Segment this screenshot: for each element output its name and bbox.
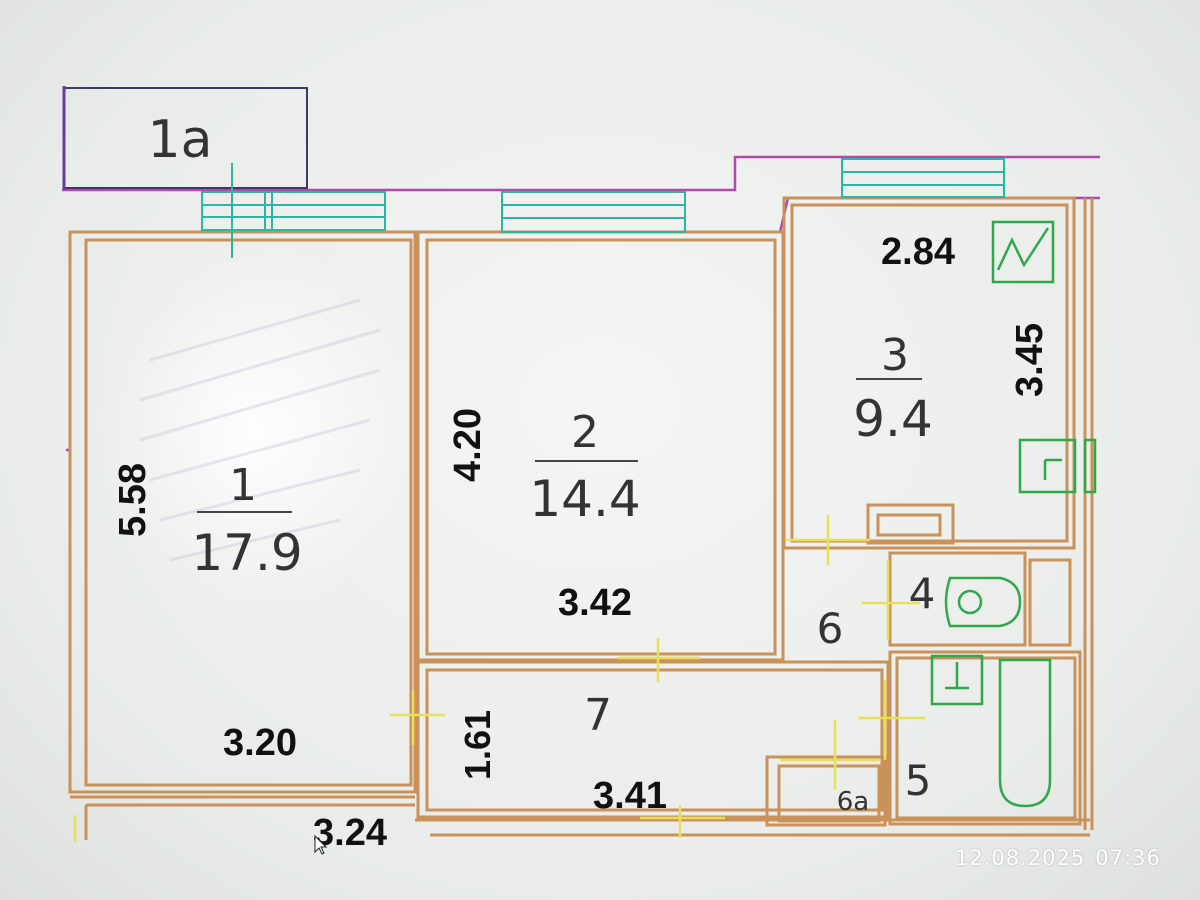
toilet-icon	[944, 576, 1022, 628]
dim-room7-height: 1.61	[457, 710, 498, 780]
dim-room2-width: 3.42	[558, 582, 632, 624]
dim-room1-width: 3.20	[223, 722, 297, 764]
dim-room1-height: 5.58	[112, 463, 154, 537]
room-5-number: 5	[905, 756, 932, 805]
dim-bottom-partial: 3.24	[313, 812, 387, 854]
mouse-cursor-icon	[314, 834, 328, 855]
kitchen-sink-icon	[1018, 438, 1097, 494]
bathroom-sink-icon	[930, 654, 984, 706]
windows	[201, 158, 1005, 258]
timestamp-date: 12.08.2025	[955, 846, 1086, 870]
screen-glare	[95, 240, 415, 620]
fixtures	[930, 220, 1097, 808]
balcony-label: 1a	[148, 110, 213, 170]
room-2-number: 2	[571, 407, 599, 458]
timestamp-time: 07:36	[1095, 846, 1161, 870]
room-1-number: 1	[229, 460, 257, 511]
room-3-area: 9.4	[853, 390, 933, 448]
dim-room2-height: 4.20	[447, 408, 489, 482]
room-3-number: 3	[881, 330, 909, 381]
dim-room7-width: 3.41	[593, 775, 667, 817]
room-3: 3 9.4	[853, 330, 933, 448]
dim-room3-height: 3.45	[1009, 323, 1051, 397]
room-1: 1 17.9	[191, 460, 302, 582]
room-4-number: 4	[909, 569, 936, 618]
photo-timestamp: 12.08.2025 07:36	[955, 846, 1171, 870]
moire-pattern	[139, 298, 381, 562]
bathtub-icon	[998, 658, 1052, 808]
dim-room3-width: 2.84	[881, 231, 955, 273]
room-2-area: 14.4	[529, 470, 640, 528]
balcony-1a: 1a	[62, 86, 308, 190]
room-6a-number: 6a	[837, 787, 869, 817]
door-marks	[73, 515, 925, 842]
room-1-area: 17.9	[191, 524, 302, 582]
room-7-number: 7	[584, 690, 612, 741]
room-2: 2 14.4	[529, 407, 640, 528]
room-6-number: 6	[817, 604, 844, 653]
stove-icon	[991, 220, 1055, 284]
